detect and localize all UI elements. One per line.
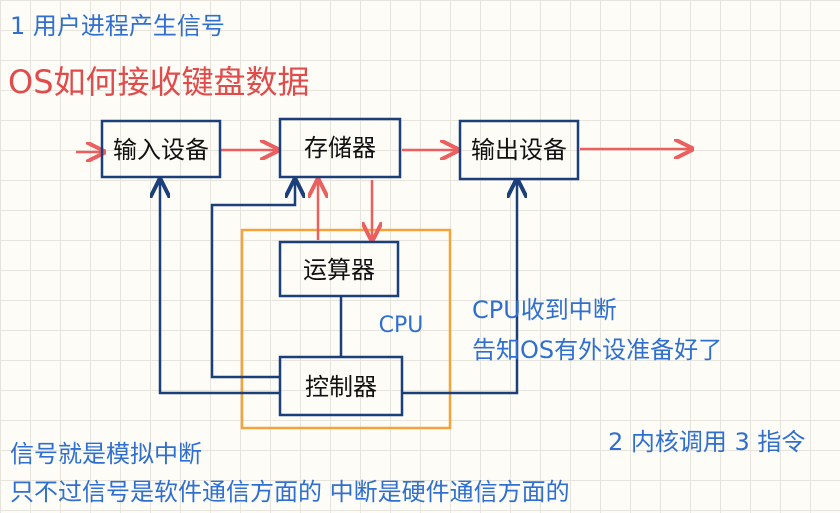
control-to-memory [210, 180, 295, 379]
control-unit-box [278, 355, 404, 417]
output-device-label: 输出设备 [471, 136, 567, 164]
input-device-box [100, 119, 222, 179]
page-title: OS如何接收键盘数据 [8, 63, 310, 101]
cpu-boundary [240, 228, 452, 430]
output-device-box [458, 119, 580, 181]
control-to-output-device [402, 180, 517, 395]
control-to-input-device [160, 180, 280, 395]
control-unit-label: 控制器 [305, 373, 377, 401]
note-signal-simulates-interrupt: 信号就是模拟中断 [10, 440, 202, 468]
input-device-label: 输入设备 [113, 136, 209, 164]
note-notify-os-device-ready: 告知OS有外设准备好了 [472, 336, 723, 364]
note-signal-vs-interrupt: 只不过信号是软件通信方面的 中断是硬件通信方面的 [10, 478, 570, 506]
memory-label: 存储器 [304, 134, 376, 162]
note-kernel-call-instruction: 2 内核调用 3 指令 [608, 428, 806, 456]
alu-box [278, 240, 400, 298]
cpu-label: CPU [379, 313, 424, 338]
note-user-process-signal: 1 用户进程产生信号 [10, 12, 225, 40]
memory-box [278, 117, 402, 179]
alu-label: 运算器 [303, 256, 375, 284]
note-cpu-receives-interrupt: CPU收到中断 [472, 296, 617, 324]
